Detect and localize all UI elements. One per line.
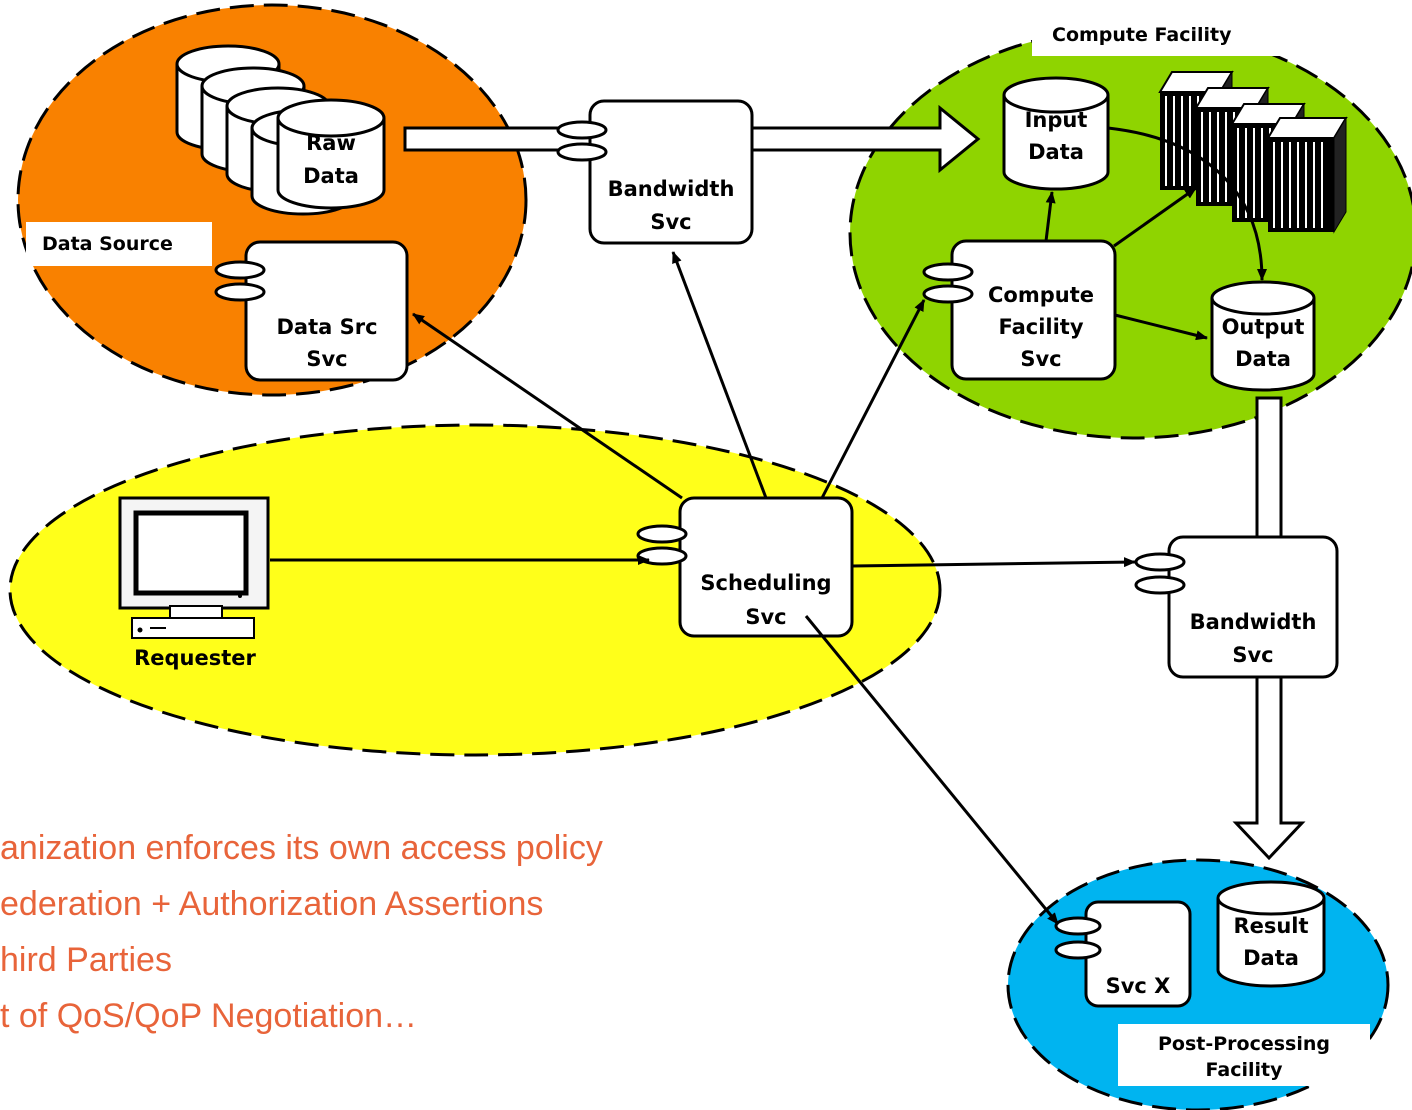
data-source-label: Data Source [26, 222, 212, 266]
bullet-item: ederation + Authorization Assertions [0, 885, 544, 923]
input-data-cylinder: Input Data [1002, 76, 1110, 191]
server-rack-icon [1158, 70, 1348, 234]
bullet-item: anization enforces its own access policy [0, 829, 603, 867]
requester-label: Requester [134, 646, 256, 670]
compute-facility-label: Compute Facility [1032, 14, 1290, 56]
bandwidth-top-label-line1: Bandwidth [608, 177, 735, 201]
bullet-item: hird Parties [0, 941, 172, 979]
result-data-label-line2: Data [1243, 946, 1299, 970]
requester-computer-icon [118, 496, 270, 639]
arrow-scheduling-to-bandwidth-top [671, 251, 768, 499]
data-src-svc-box: Data Src Svc [214, 240, 409, 382]
arrow-compute-to-output [1114, 313, 1208, 341]
output-data-label-line1: Output [1222, 315, 1305, 339]
scheduling-svc-label-line1: Scheduling [700, 571, 831, 595]
arrow-scheduling-to-svc-x [804, 615, 1060, 925]
post-processing-label: Post-Processing Facility [1118, 1024, 1370, 1086]
bullet-item: t of QoS/QoP Negotiation… [0, 997, 418, 1035]
output-data-label-line2: Data [1235, 347, 1291, 371]
raw-data-label-line1: Raw [306, 131, 356, 155]
raw-data-label-line2: Data [303, 164, 359, 188]
bandwidth-right-label-line2: Svc [1232, 643, 1273, 667]
arrow-scheduling-to-bandwidth-right [851, 557, 1136, 568]
post-processing-label-line1: Post-Processing [1158, 1033, 1330, 1055]
connector-arrows [270, 126, 1267, 925]
compute-facility-svc-label-line2: Facility [998, 315, 1083, 339]
output-data-cylinder: Output Data [1210, 280, 1316, 392]
data-src-svc-label-line2: Svc [306, 347, 347, 371]
arrow-compute-to-input [1044, 191, 1056, 242]
arrow-input-to-output-curve [1107, 126, 1267, 281]
data-src-svc-label-line1: Data Src [276, 315, 377, 339]
raw-data-cylinder: Raw Data [276, 98, 386, 210]
arrow-compute-to-servers [1113, 186, 1197, 248]
post-processing-label-line2: Facility [1206, 1059, 1284, 1081]
bullet-list: anization enforces its own access policy… [0, 820, 603, 1044]
data-source-label-text: Data Source [42, 233, 173, 255]
compute-facility-svc-label-line1: Compute [988, 283, 1094, 307]
compute-facility-svc-label-line3: Svc [1020, 347, 1061, 371]
scheduling-svc-label-line2: Svc [745, 605, 786, 629]
bandwidth-svc-top-box: Bandwidth Svc [556, 99, 754, 245]
bandwidth-svc-right-box: Bandwidth Svc [1134, 535, 1339, 679]
bandwidth-top-label-line2: Svc [650, 210, 691, 234]
result-data-cylinder: Result Data [1216, 880, 1326, 988]
compute-facility-label-text: Compute Facility [1052, 24, 1232, 46]
result-data-label-line1: Result [1233, 914, 1308, 938]
scheduling-svc-box: Scheduling Svc [636, 496, 854, 638]
input-data-label-line2: Data [1028, 140, 1084, 164]
compute-facility-svc-box: Compute Facility Svc [922, 239, 1117, 381]
svc-x-label: Svc X [1106, 974, 1171, 998]
input-data-label-line1: Input [1025, 108, 1088, 132]
raw-data-cylinder-stack: Raw Data [175, 44, 386, 216]
bandwidth-right-label-line1: Bandwidth [1190, 610, 1317, 634]
svc-x-box: Svc X [1054, 900, 1192, 1008]
arrow-scheduling-to-data-src [412, 312, 683, 500]
arrow-scheduling-to-compute [820, 299, 926, 499]
